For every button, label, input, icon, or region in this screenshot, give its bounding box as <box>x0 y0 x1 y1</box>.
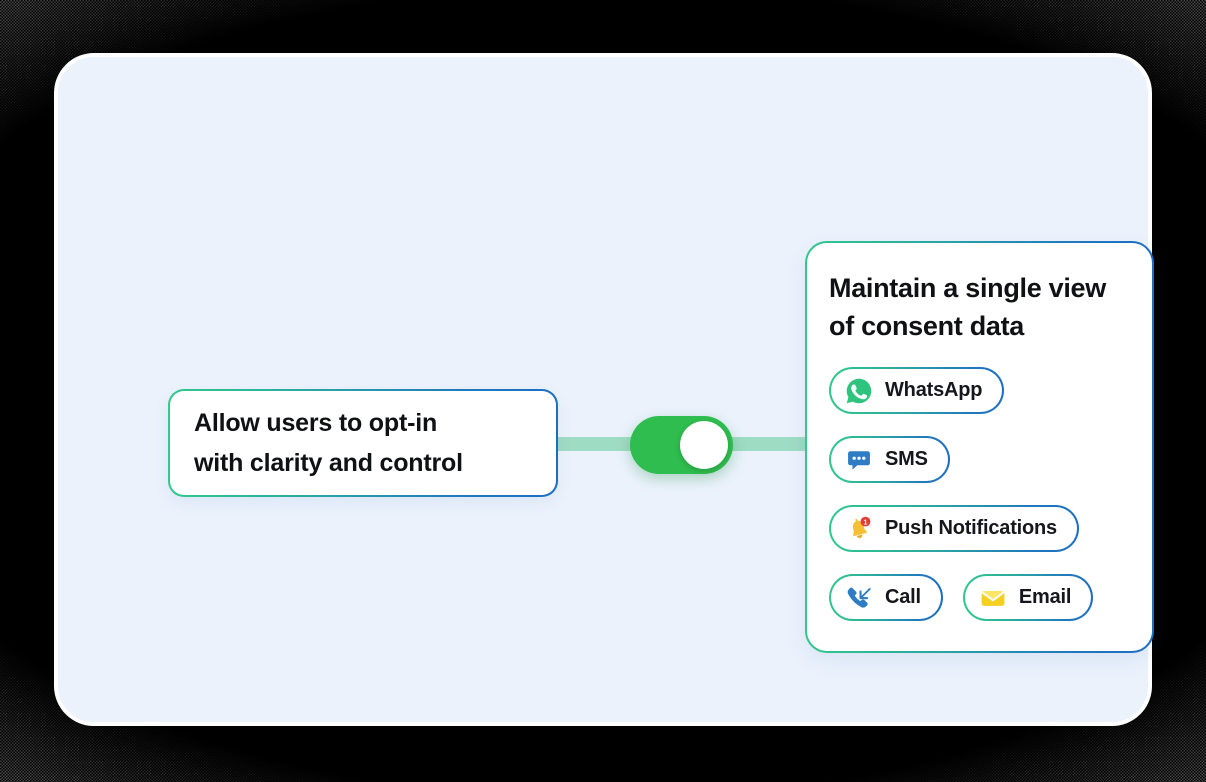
incoming-call-icon <box>845 584 873 612</box>
channel-chip-email[interactable]: Email <box>963 574 1093 621</box>
card-allow-users-opt-in[interactable]: Allow users to opt-in with clarity and c… <box>168 389 558 497</box>
left-card-title-line1: Allow users to opt-in <box>194 409 438 437</box>
left-card-title: Allow users to opt-in with clarity and c… <box>194 403 463 483</box>
channel-chip-call[interactable]: Call <box>829 574 943 621</box>
chip-row-2: SMS <box>829 436 1130 483</box>
right-card-title-line2: of consent data <box>829 311 1025 341</box>
whatsapp-icon <box>845 377 873 405</box>
channel-chip-label: Push Notifications <box>885 517 1057 539</box>
channel-chip-label: Call <box>885 586 921 608</box>
consent-toggle-switch[interactable] <box>630 416 733 474</box>
svg-text:1: 1 <box>864 519 868 526</box>
envelope-icon <box>979 584 1007 612</box>
chip-row-3: 1 Push Notifications <box>829 505 1130 552</box>
channel-chip-label: WhatsApp <box>885 379 983 401</box>
channel-chip-push-notifications[interactable]: 1 Push Notifications <box>829 505 1079 552</box>
right-card-title-line1: Maintain a single view <box>829 273 1106 303</box>
diagram-panel: Allow users to opt-in with clarity and c… <box>54 53 1152 726</box>
channel-chip-label: Email <box>1018 586 1072 608</box>
bell-notification-icon: 1 <box>845 515 873 543</box>
channel-chip-sms[interactable]: SMS <box>829 436 950 483</box>
right-card-title: Maintain a single view of consent data <box>829 269 1130 345</box>
left-card-title-line2: with clarity and control <box>194 449 463 477</box>
chip-row-4: Call Email <box>829 574 1130 621</box>
channel-chip-label: SMS <box>885 448 928 470</box>
sms-bubble-icon <box>845 446 873 474</box>
card-single-view-of-consent-data[interactable]: Maintain a single view of consent data W… <box>805 241 1154 653</box>
channel-chip-whatsapp[interactable]: WhatsApp <box>829 367 1004 414</box>
channel-chip-list: WhatsApp SMS <box>829 367 1130 621</box>
toggle-knob[interactable] <box>680 421 728 469</box>
chip-row-1: WhatsApp <box>829 367 1130 414</box>
